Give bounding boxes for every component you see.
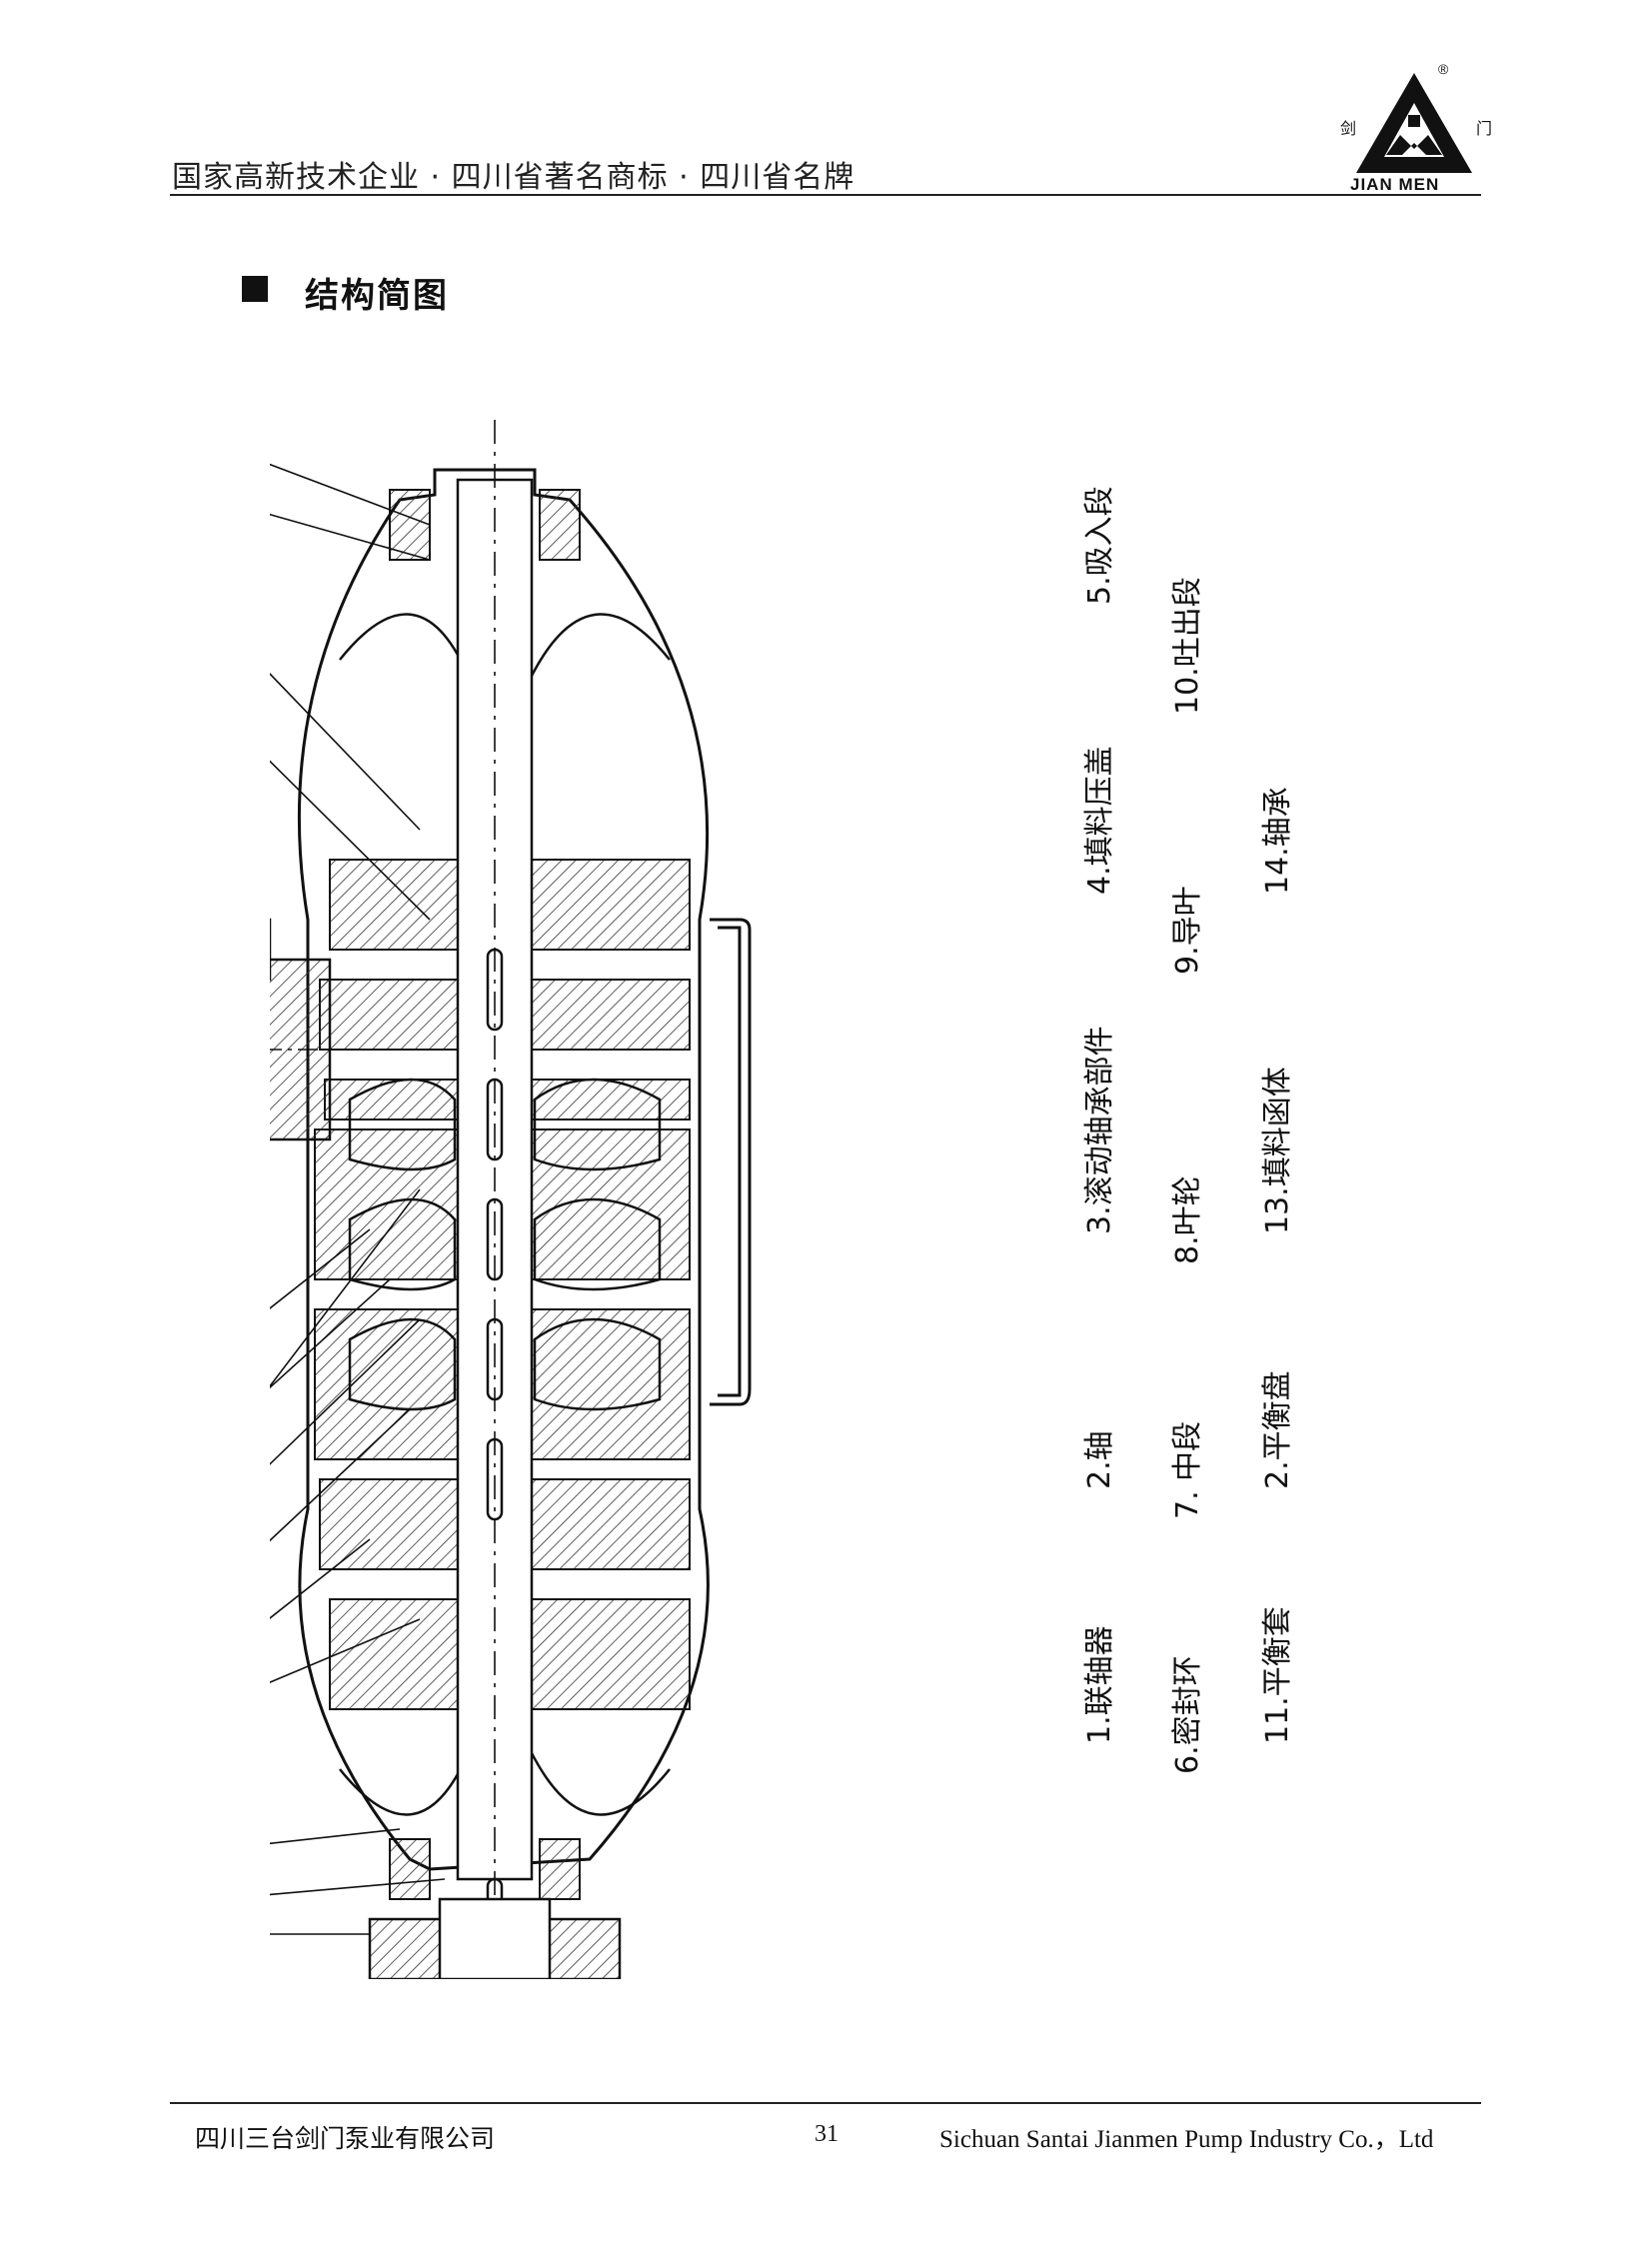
legend-item: 10.吐出段 xyxy=(1170,577,1205,715)
legend-item: 8.叶轮 xyxy=(1170,1175,1205,1264)
parts-legend-column-2: 6.密封环 7. 中段 8.叶轮 9.导叶 10.吐出段 xyxy=(1162,537,1206,1774)
legend-item: 9.导叶 xyxy=(1170,886,1205,975)
footer-divider xyxy=(170,2102,1481,2104)
footer-company-name-cn: 四川三台剑门泵业有限公司 xyxy=(195,2124,496,2153)
legend-item: 1.联轴器 xyxy=(1082,1625,1117,1744)
legend-item: 13.填料函体 xyxy=(1260,1067,1295,1234)
legend-item: 5.吸入段 xyxy=(1082,486,1117,605)
legend-item: 4.填料压盖 xyxy=(1082,746,1117,895)
logo-wordmark: JIAN MEN xyxy=(1350,175,1440,194)
legend-item: 2.平衡盘 xyxy=(1260,1370,1295,1489)
balance-pipe xyxy=(710,918,752,1406)
logo-right-char: 门 xyxy=(1476,121,1493,138)
jianmen-logo-mark-icon xyxy=(1356,73,1472,173)
pump-cross-section-drawing: 1 2 3 4 5 6 7 8 9 10 11 12 13 14 xyxy=(270,420,752,1979)
logo-left-char: 剑 xyxy=(1340,121,1357,138)
header-divider xyxy=(170,194,1481,196)
registered-mark: ® xyxy=(1438,61,1449,77)
legend-item: 6.密封环 xyxy=(1170,1655,1205,1774)
section-marker xyxy=(242,276,268,302)
section-title: 结构简图 xyxy=(305,276,449,316)
header-tagline: 国家高新技术企业 · 四川省著名商标 · 四川省名牌 xyxy=(172,160,855,195)
coupling xyxy=(368,1897,622,1979)
parts-legend-column-3: 11.平衡套 2.平衡盘 13.填料函体 14.轴承 xyxy=(1252,747,1296,1744)
legend-item: 2.轴 xyxy=(1082,1430,1117,1489)
parts-legend-column-1: 1.联轴器 2.轴 3.滚动轴承部件 4.填料压盖 5.吸入段 xyxy=(1074,446,1118,1744)
page-number: 31 xyxy=(815,2121,838,2147)
footer-company-name-en: Sichuan Santai Jianmen Pump Industry Co.… xyxy=(939,2126,1434,2153)
legend-item: 14.轴承 xyxy=(1260,787,1295,895)
legend-item: 11.平衡套 xyxy=(1260,1606,1295,1744)
jianmen-logo: 剑 门 ® JIAN MEN xyxy=(1334,55,1494,195)
shaft xyxy=(456,420,534,1961)
legend-item: 7. 中段 xyxy=(1170,1420,1205,1519)
discharge-nozzle xyxy=(270,918,370,1141)
callout-leaders xyxy=(270,463,446,1935)
legend-item: 3.滚动轴承部件 xyxy=(1082,1026,1117,1234)
